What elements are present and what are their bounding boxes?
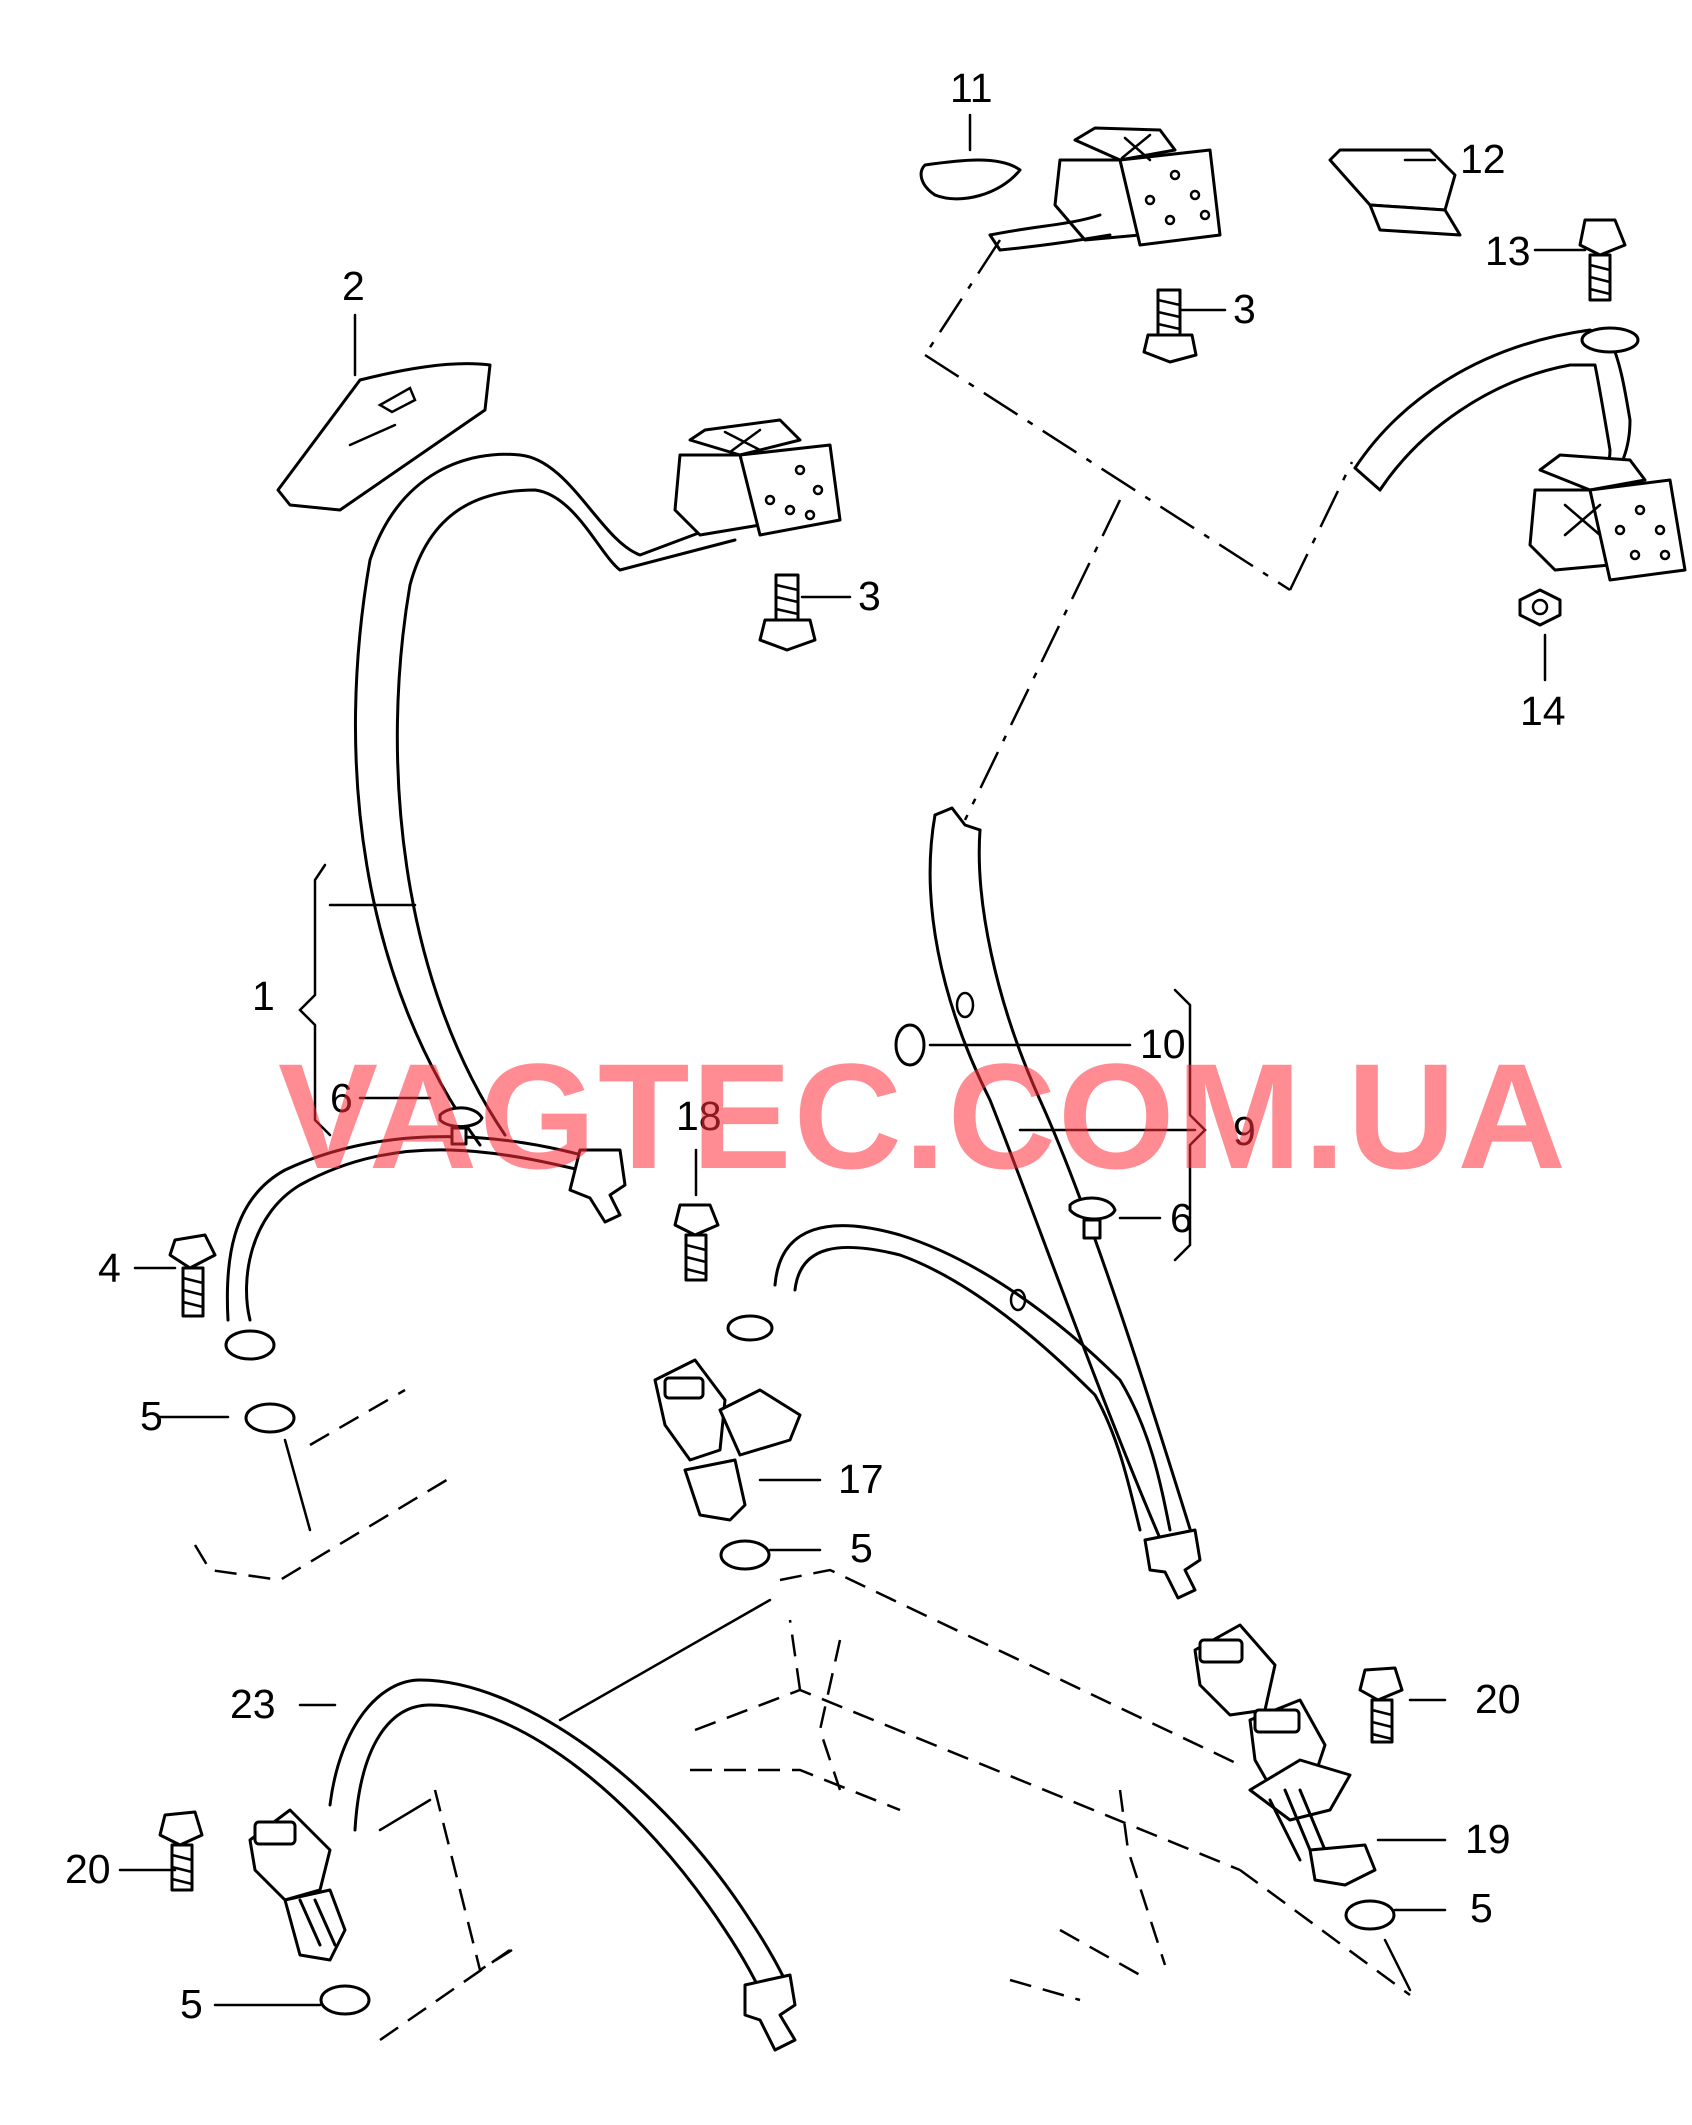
callout-11: 11 — [950, 65, 993, 111]
callout-3: 3 — [1233, 286, 1256, 332]
rear-center-belt — [158, 1678, 797, 2052]
retractor-top-center — [919, 126, 1222, 364]
callout-20: 20 — [65, 1846, 111, 1892]
watermark: VAGTEC.COM.UA — [278, 1032, 1568, 1200]
callout-5: 5 — [850, 1525, 873, 1571]
callout-18: 18 — [676, 1093, 722, 1139]
retractor-rear-right — [1353, 218, 1687, 627]
center-belt — [894, 806, 1202, 1600]
center-lap-belt — [653, 1203, 1172, 1571]
callout-2: 2 — [342, 263, 365, 309]
front-left-belt — [225, 452, 737, 1322]
callout-5: 5 — [1470, 1885, 1493, 1931]
callout-5: 5 — [180, 1981, 203, 2027]
callout-12: 12 — [1460, 136, 1506, 182]
right-buckle-assembly — [1193, 1623, 1412, 1992]
trim-cover — [276, 362, 492, 512]
left-lap-anchor — [168, 1106, 484, 1532]
trim-cap — [1328, 148, 1462, 237]
callout-1: 1 — [252, 973, 275, 1019]
callout-9: 9 — [1233, 1108, 1256, 1154]
group-brackets — [298, 863, 1207, 1262]
callout-20: 20 — [1475, 1676, 1521, 1722]
callout-6: 6 — [1170, 1195, 1193, 1241]
callout-23: 23 — [230, 1681, 276, 1727]
callout-labels: 1 2 3 3 4 5 5 5 5 6 6 9 10 11 12 13 14 1… — [65, 65, 1566, 2027]
callout-17: 17 — [838, 1456, 884, 1502]
callout-6: 6 — [330, 1075, 353, 1121]
callout-19: 19 — [1465, 1816, 1511, 1862]
callout-14: 14 — [1520, 688, 1566, 734]
retractor-front-left — [673, 418, 842, 652]
reference-lines — [193, 239, 1411, 2042]
callout-10: 10 — [1140, 1021, 1186, 1067]
callout-5: 5 — [140, 1393, 163, 1439]
leader-lines — [118, 113, 1587, 2007]
callout-3: 3 — [858, 573, 881, 619]
callout-4: 4 — [98, 1245, 121, 1291]
callout-13: 13 — [1485, 228, 1531, 274]
